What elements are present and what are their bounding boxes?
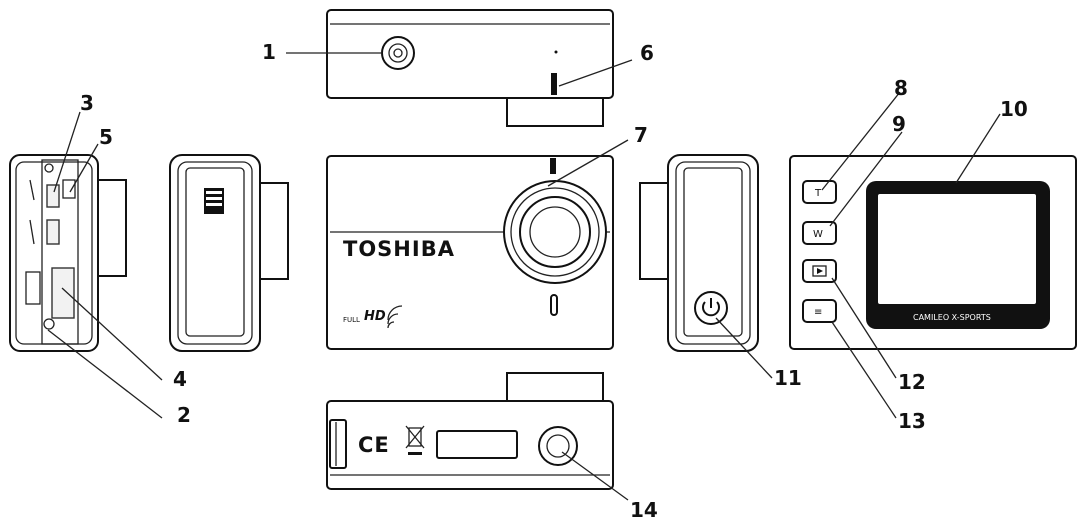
side-view-power — [639, 154, 759, 352]
svg-text:CAMILEO X-SPORTS: CAMILEO X-SPORTS — [913, 313, 991, 322]
callout-13: 13 — [898, 409, 926, 433]
shutter-button-icon — [381, 36, 415, 70]
lcd-screen: CAMILEO X-SPORTS — [866, 181, 1050, 329]
bottom-view: CE — [326, 372, 614, 490]
brand-logo: TOSHIBA — [343, 237, 455, 261]
callout-4: 4 — [173, 367, 187, 391]
callout-11: 11 — [774, 366, 802, 390]
callout-9: 9 — [892, 112, 906, 136]
callout-14: 14 — [630, 498, 658, 522]
callout-2: 2 — [177, 403, 191, 427]
svg-text:T: T — [814, 188, 822, 199]
playback-button — [802, 259, 837, 283]
back-view: T W ≡ CAMILEO X-SPORTS — [789, 155, 1077, 350]
callout-6: 6 — [640, 41, 654, 65]
zoom-w-button: W — [802, 221, 837, 245]
front-view: TOSHIBA FULL HD — [326, 155, 614, 350]
recycle-bin-icon — [405, 425, 425, 455]
tripod-mount-icon — [538, 426, 578, 466]
callout-1: 1 — [262, 40, 276, 64]
label-plate — [436, 430, 518, 459]
callout-7: 7 — [634, 123, 648, 147]
top-view — [326, 9, 614, 127]
leader-lines — [47, 52, 1001, 501]
ce-mark: CE — [358, 433, 390, 457]
callout-8: 8 — [894, 76, 908, 100]
callout-12: 12 — [898, 370, 926, 394]
menu-button: ≡ — [802, 299, 837, 323]
callout-3: 3 — [80, 91, 94, 115]
status-led — [551, 73, 557, 95]
hdmi-port-icon — [51, 267, 75, 319]
callout-10: 10 — [1000, 97, 1028, 121]
zoom-t-button: T — [802, 180, 837, 204]
svg-text:≡: ≡ — [814, 307, 822, 318]
power-button-icon — [694, 291, 728, 325]
side-view-closed — [169, 154, 289, 352]
usb-port-icon — [46, 184, 60, 208]
callout-5: 5 — [99, 125, 113, 149]
svg-text:W: W — [813, 229, 823, 240]
svg-text:HD: HD — [364, 309, 386, 324]
microsd-slot-icon — [46, 219, 60, 245]
callout-numbers: 1 2 3 4 5 6 7 8 9 10 11 12 13 14 — [80, 40, 1028, 522]
svg-text:FULL: FULL — [343, 316, 360, 324]
lens-icon — [503, 180, 607, 284]
side-view-ports — [9, 154, 127, 352]
full-hd-wifi-logo: FULL HD — [343, 305, 403, 329]
